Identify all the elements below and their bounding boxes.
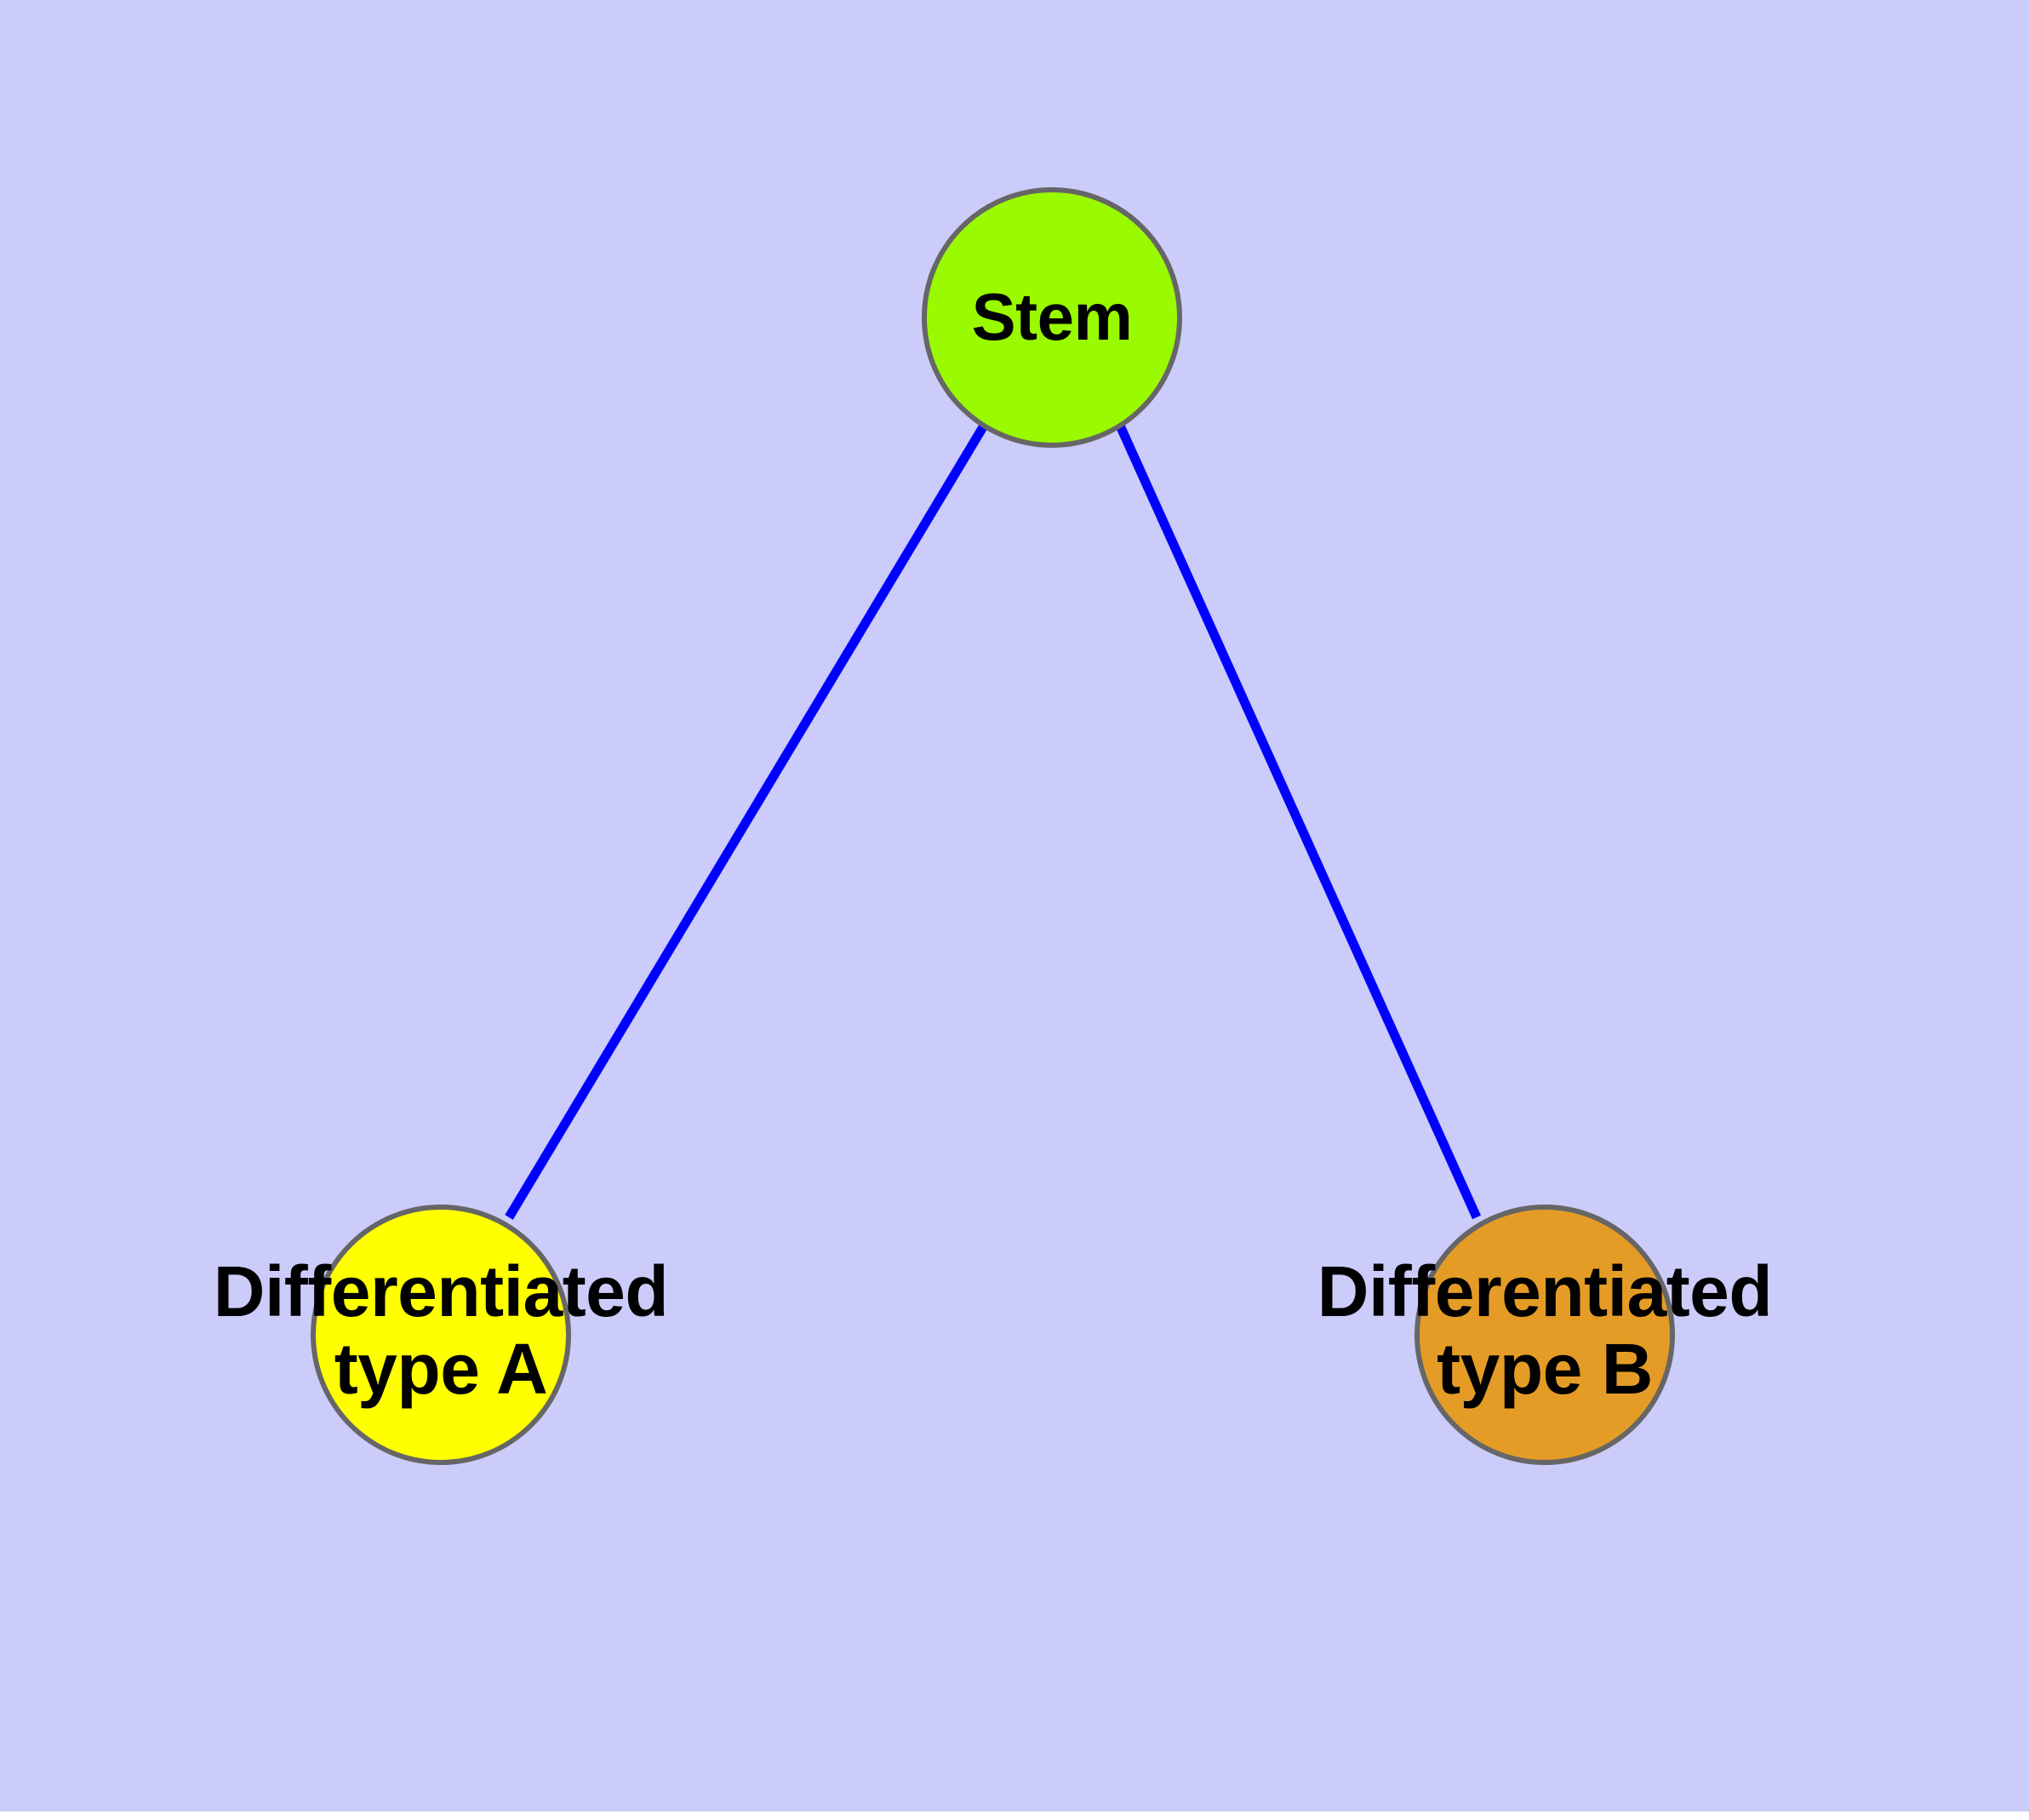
node-layer — [311, 187, 1675, 1465]
edge-stem-to-differentiated-type-b[interactable] — [1115, 423, 1482, 1220]
node-differentiated-type-b[interactable] — [1415, 1205, 1675, 1465]
edge-stem-to-differentiated-type-a[interactable] — [505, 423, 988, 1220]
edge-layer — [505, 423, 1482, 1220]
node-stem[interactable] — [922, 187, 1182, 448]
node-differentiated-type-a[interactable] — [311, 1205, 571, 1465]
